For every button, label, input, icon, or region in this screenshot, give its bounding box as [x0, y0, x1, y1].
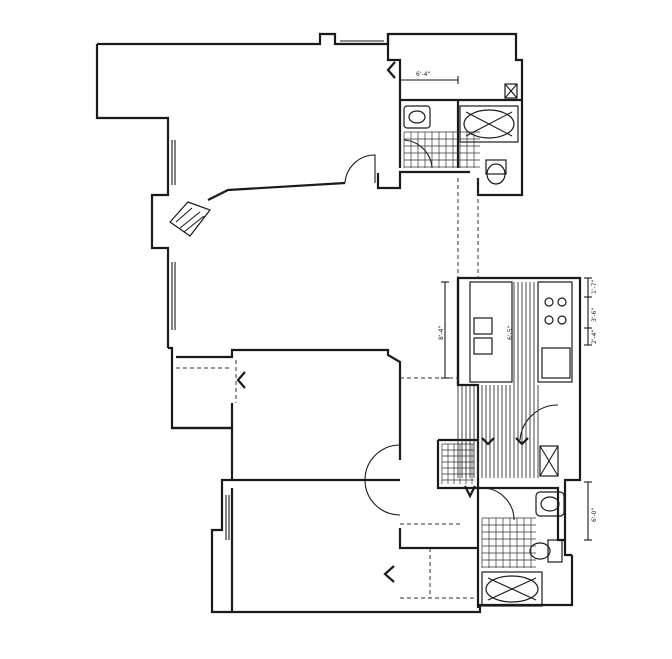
bathtub-icon [459, 105, 519, 143]
toilet-icon [486, 163, 506, 185]
burner-icon [557, 297, 567, 307]
toilet-tank-icon [547, 539, 563, 563]
entry-door-icon [344, 154, 376, 184]
burner-icon [544, 315, 554, 325]
closet-doors [236, 61, 476, 583]
burner-icon [544, 297, 554, 307]
sink-icon [473, 337, 493, 355]
lower-bath-dim-label: 6'-0" [591, 508, 598, 522]
kitchen-inner-label: 6'-5" [507, 326, 514, 340]
right-bottom-dim-label: 2'-4" [591, 330, 598, 344]
top-bathroom [399, 76, 519, 185]
bedroom1-door-icon [364, 444, 401, 481]
kitchen [457, 281, 573, 478]
tile-floor [403, 131, 480, 168]
dashed-lines [176, 178, 479, 599]
sink-icon [403, 105, 431, 129]
right-top-dim-label: 1'-7" [591, 280, 598, 294]
burner-icon [557, 315, 567, 325]
closet-door-icon [236, 371, 246, 389]
lower-bathroom [481, 491, 565, 607]
toilet-tank-icon [485, 159, 507, 175]
closet-door-icon [386, 61, 396, 79]
tile-floor [481, 517, 536, 568]
refrigerator-icon [541, 347, 571, 379]
dimension-labels: 6'-4" 8'-4" 6'-5" 1'-7" 3'-6" 2'-4" 6'-0… [416, 71, 598, 522]
lower-bath-door-icon [481, 487, 515, 521]
laundry-closet [441, 443, 474, 484]
fireplace [169, 201, 211, 237]
sink-icon [473, 317, 493, 335]
door-swings [344, 139, 559, 521]
closet-door-icon [383, 565, 395, 583]
bifold-icon [481, 437, 495, 446]
bedroom2-door-icon [364, 479, 401, 516]
wood-floor [457, 282, 539, 478]
sink-icon [535, 491, 565, 517]
top-bath-width-label: 6'-4" [416, 71, 430, 78]
kitchen-door-icon [519, 404, 559, 441]
dimension-lines [441, 277, 592, 541]
interior-walls [172, 34, 565, 612]
right-mid-dim-label: 3'-6" [591, 308, 598, 322]
bathtub-icon [481, 571, 543, 607]
closet-door-icon [464, 485, 476, 499]
tile-floor [441, 443, 474, 484]
top-bath-door-icon [403, 139, 433, 169]
toilet-icon [529, 542, 551, 560]
kitchen-width-label: 8'-4" [438, 326, 445, 340]
windows [171, 40, 384, 540]
bifold-icon [515, 437, 529, 446]
